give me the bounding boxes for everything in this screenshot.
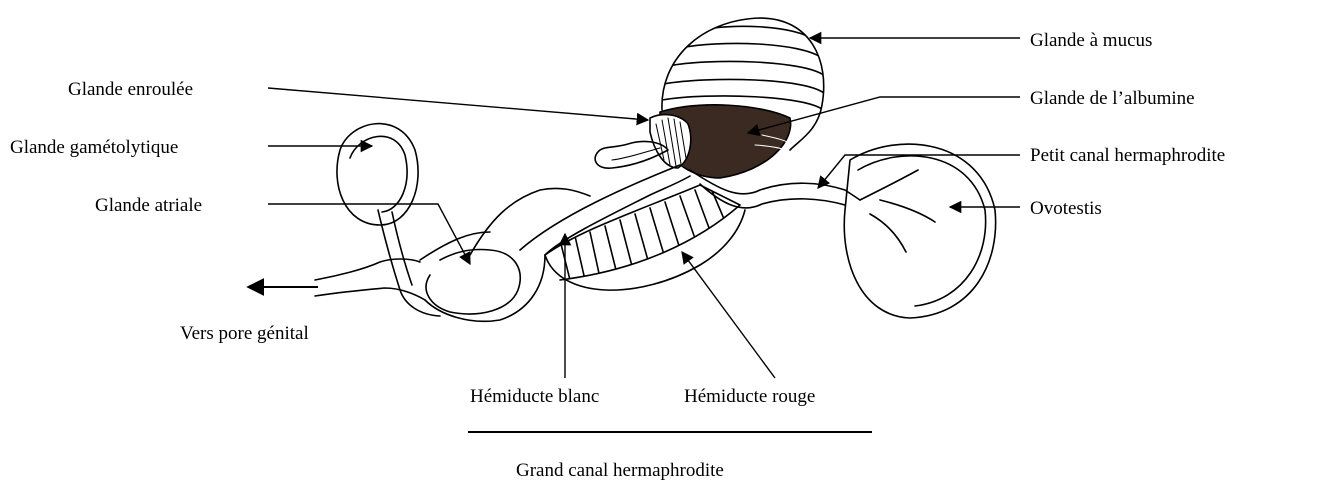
ovotestis: [844, 144, 995, 318]
label-coiled-gland: Glande enroulée: [68, 79, 193, 101]
label-albumin-gland: Glande de l’albumine: [1030, 88, 1195, 110]
label-ovotestis: Ovotestis: [1030, 198, 1102, 220]
atrial-gland: [470, 188, 590, 255]
leader-red: [682, 252, 775, 378]
label-white-hemiduct: Hémiducte blanc: [470, 386, 599, 408]
leader-coiled: [268, 88, 648, 120]
mucus-gland-stripes: [662, 26, 825, 110]
label-genital-pore: Vers pore génital: [180, 323, 309, 345]
label-mucus-gland: Glande à mucus: [1030, 30, 1152, 52]
label-atrial-gland: Glande atriale: [95, 195, 202, 217]
label-red-hemiduct: Hémiducte rouge: [684, 386, 815, 408]
label-gametolytic-gland: Glande gamétolytique: [10, 137, 178, 159]
leader-lines: [248, 38, 1020, 432]
label-large-duct: Grand canal hermaphrodite: [516, 460, 724, 482]
label-small-duct: Petit canal hermaphrodite: [1030, 145, 1225, 167]
leader-atrial: [268, 204, 470, 264]
white-hemiduct: [545, 176, 690, 255]
coiled-gland: [650, 115, 691, 168]
